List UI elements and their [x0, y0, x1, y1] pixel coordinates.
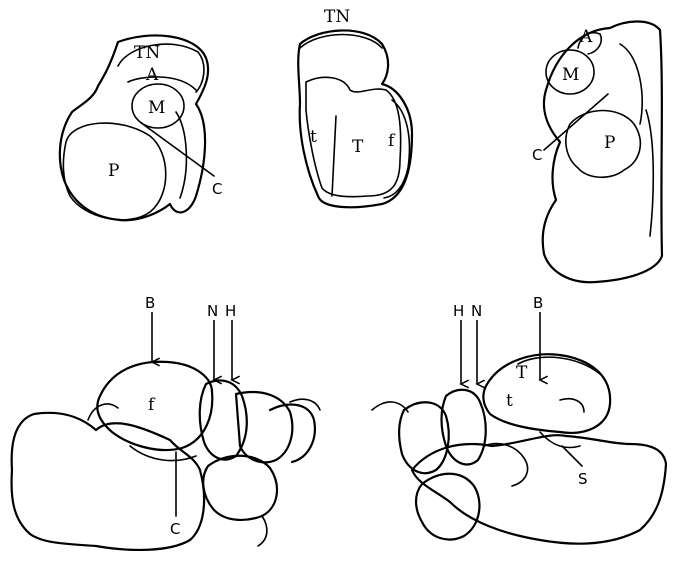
view3-lateral-edge: [646, 110, 653, 236]
view4-sustentaculum: [88, 404, 118, 420]
view2-label-t-small: t: [310, 127, 317, 147]
view4-label-h: H: [225, 302, 236, 320]
view2-label-tn: TN: [324, 7, 350, 27]
view1-label-c: C: [212, 180, 222, 198]
view-2-talus-diagram: TN t T f: [298, 7, 412, 207]
view4-label-b: B: [145, 294, 155, 312]
view5-calcaneus: [412, 435, 666, 544]
view1-label-p: P: [108, 161, 119, 181]
view3-label-p: P: [604, 133, 615, 153]
view-3-calcaneus-diagram: A M C P: [532, 22, 662, 283]
view5-label-n: N: [471, 302, 482, 320]
view2-divider: [332, 116, 336, 196]
view2-label-f: f: [388, 131, 396, 151]
view3-c-pointer: [544, 94, 608, 150]
view4-cuboid-edge: [258, 516, 267, 546]
view5-label-h: H: [453, 302, 464, 320]
view4-label-f: f: [148, 395, 156, 415]
view5-label-b: B: [533, 294, 543, 312]
view5-label-t-small: t: [506, 391, 513, 411]
view1-c-pointer: [140, 122, 214, 176]
view-5-lateral-foot-diagram: H N B T t S: [372, 294, 666, 544]
view1-label-tn: TN: [134, 43, 160, 63]
view5-label-t-big: T: [516, 363, 528, 383]
view4-label-n: N: [207, 302, 218, 320]
view1-label-a: A: [145, 65, 159, 85]
view5-s-pointer: [562, 446, 582, 466]
view1-label-m: M: [148, 98, 165, 118]
view5-cuboid: [416, 474, 479, 540]
view-1-facet-diagram: TN A M P C: [60, 35, 223, 220]
view3-label-c: C: [532, 146, 542, 164]
view5-talus: [483, 354, 610, 433]
view-4-medial-foot-diagram: B N H f C: [12, 294, 320, 550]
view3-lateral-contour: [620, 44, 642, 124]
view5-subtalar-joint: [484, 444, 528, 486]
view2-label-t-big: T: [352, 137, 364, 157]
view3-label-a: A: [579, 27, 593, 47]
view5-label-s: S: [578, 470, 588, 488]
view4-label-c: C: [170, 520, 180, 538]
view5-trochlea-ridge: [518, 357, 600, 374]
view5-t-facet: [560, 399, 584, 412]
view4-forefoot: [203, 456, 277, 520]
view2-outline: [298, 30, 412, 207]
view3-label-m: M: [562, 65, 579, 85]
view3-outline: [543, 22, 662, 283]
